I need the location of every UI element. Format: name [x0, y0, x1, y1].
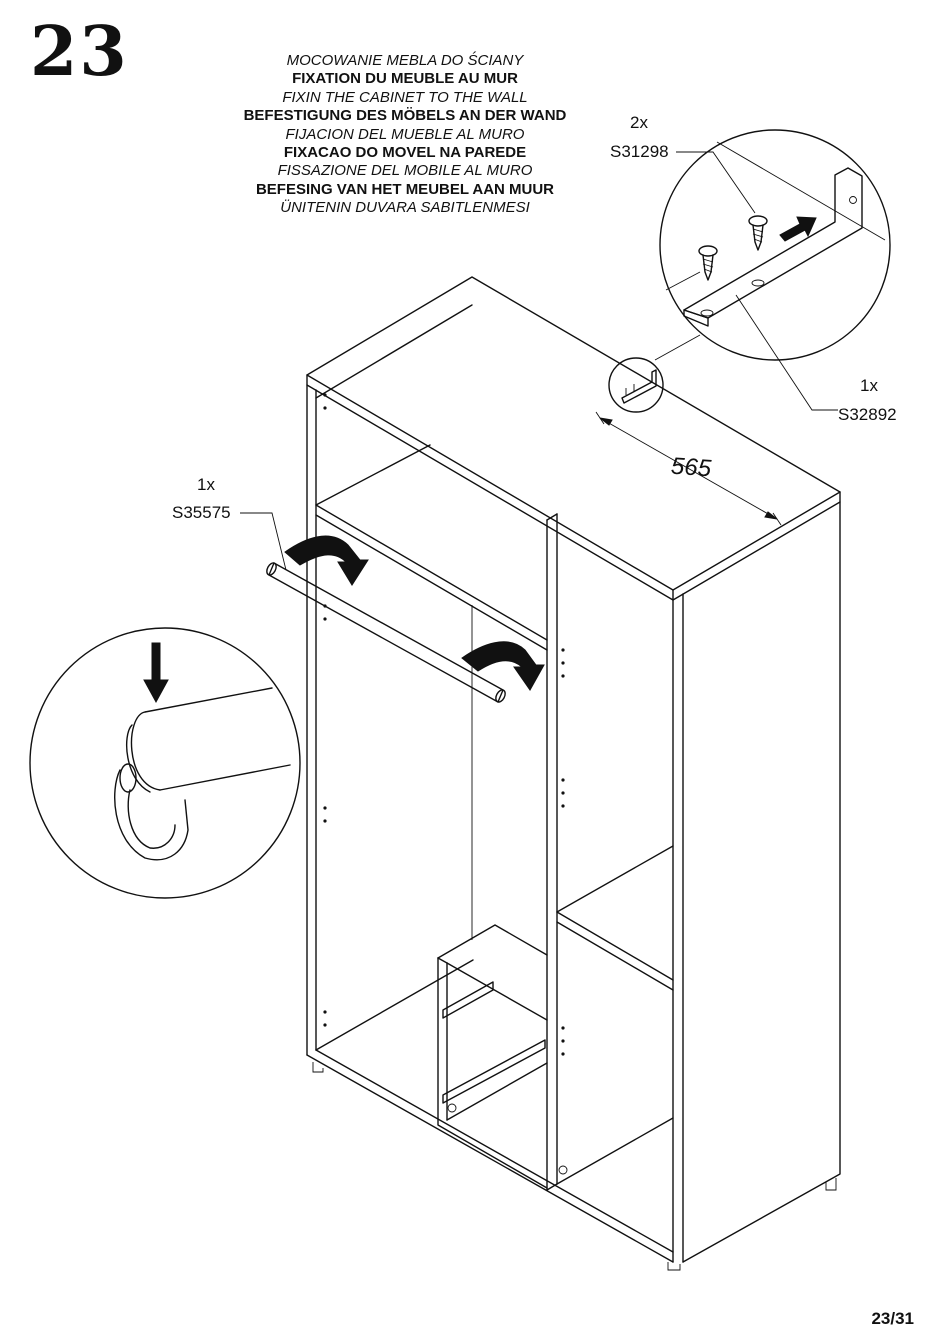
step-number: 23	[30, 12, 129, 92]
bracket-detail-marker	[608, 334, 701, 413]
screw-qty: 2x	[630, 113, 648, 132]
screw-leader	[676, 151, 756, 214]
title-it: FISSAZIONE DEL MOBILE AL MURO	[277, 162, 533, 180]
title-nl: BEFESING VAN HET MEUBEL AAN MUUR	[255, 180, 555, 198]
bracket-code: S32892	[838, 405, 897, 424]
dimension-line	[595, 411, 782, 526]
rail-code: S35575	[172, 503, 231, 522]
dimension-value: 565	[670, 452, 712, 483]
shelf-pin-holes	[323, 393, 565, 1056]
title-fr: FIXATION DU MEUBLE AU MUR	[292, 70, 518, 88]
screw-icon	[698, 245, 718, 281]
rail-holder-magnified-view	[29, 627, 301, 899]
page-number: 23/31	[871, 1309, 914, 1328]
rail-qty: 1x	[197, 475, 215, 494]
title-pl: MOCOWANIE MEBLA DO ŚCIANY	[286, 52, 524, 69]
title-de: BEFESTIGUNG DES MÖBELS AN DER WAND	[243, 107, 567, 125]
bracket-qty: 1x	[860, 376, 878, 395]
insert-arrow-icon	[284, 535, 545, 691]
title-block: MOCOWANIE MEBLA DO ŚCIANY FIXATION DU ME…	[215, 52, 595, 218]
title-en: FIXIN THE CABINET TO THE WALL	[282, 88, 528, 106]
title-es: FIJACION DEL MUEBLE AL MURO	[285, 125, 525, 143]
screw-code: S31298	[610, 142, 669, 161]
title-tr: ÜNITENIN DUVARA SABITLENMESI	[280, 199, 530, 217]
title-pt: FIXACAO DO MOVEL NA PAREDE	[283, 144, 527, 162]
wardrobe-cabinet	[306, 276, 841, 1271]
bracket-magnified-view	[659, 129, 891, 411]
screw-icon	[748, 215, 768, 251]
hanging-rail	[240, 512, 506, 703]
